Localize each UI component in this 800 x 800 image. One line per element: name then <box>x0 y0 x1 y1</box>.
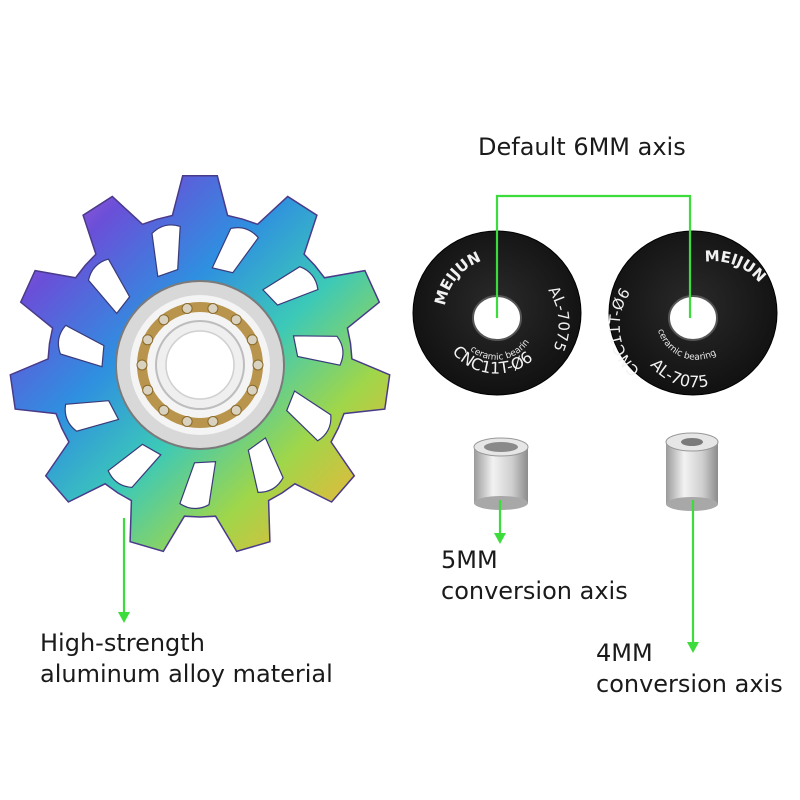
bearing-ball <box>158 314 170 326</box>
conversion-4mm-line2: conversion axis <box>596 670 783 698</box>
bearing-ball <box>158 404 170 416</box>
pulley-cutout <box>292 335 344 366</box>
bearing-ball <box>181 303 193 314</box>
material-line2: aluminum alloy material <box>40 660 333 688</box>
conversion-5mm-line2: conversion axis <box>441 577 628 605</box>
material-line1: High-strength <box>40 629 205 657</box>
default-axis-text: Default 6MM axis <box>478 133 686 161</box>
material-arrowhead <box>118 612 130 623</box>
sleeve-5mm <box>473 437 529 510</box>
default-axis-label: Default 6MM axis <box>478 132 686 163</box>
default-axis-bracket <box>495 194 692 318</box>
bearing-ball <box>142 384 154 396</box>
bearing-ball <box>252 359 264 371</box>
bearing-ball <box>181 416 193 427</box>
pulley-cutout <box>87 258 131 315</box>
conversion-5mm-label: 5MM conversion axis <box>441 545 628 607</box>
conversion-5mm-line1: 5MM <box>441 546 498 574</box>
conversion-4mm-line1: 4MM <box>596 639 653 667</box>
sleeve-5mm-arrowhead <box>494 533 506 544</box>
material-label: High-strength aluminum alloy material <box>40 628 333 690</box>
pulley-cutout <box>64 400 120 432</box>
pulley-wheel <box>9 175 391 553</box>
pulley-cutout <box>247 436 284 494</box>
bearing-ball <box>230 404 242 416</box>
conversion-4mm-label: 4MM conversion axis <box>596 638 783 700</box>
cap-right: MEIJUN CNC11T-Ø6 AL-7075 ceramic bearing <box>606 230 778 396</box>
pulley-cutout <box>179 461 217 510</box>
bearing-ball <box>136 359 148 371</box>
sleeve-4mm-arrowhead <box>687 642 699 653</box>
bearing <box>115 280 285 450</box>
bearing-ball <box>230 314 242 326</box>
sleeve-4mm <box>665 432 719 511</box>
bearing-ball <box>246 384 258 396</box>
bearing-ball <box>207 303 219 314</box>
pulley-cutout <box>261 266 319 306</box>
bearing-ball <box>246 334 258 346</box>
pulley-cutout <box>211 227 260 274</box>
pulley-cutout <box>151 224 181 278</box>
pulley-cutouts <box>57 224 344 510</box>
pulley-cutout <box>285 390 332 442</box>
pulley-cutout <box>57 324 105 368</box>
pointer-lines <box>118 194 699 653</box>
bearing-ball <box>207 416 219 427</box>
pulley-cutout <box>107 443 162 489</box>
bearing-ball <box>142 334 154 346</box>
